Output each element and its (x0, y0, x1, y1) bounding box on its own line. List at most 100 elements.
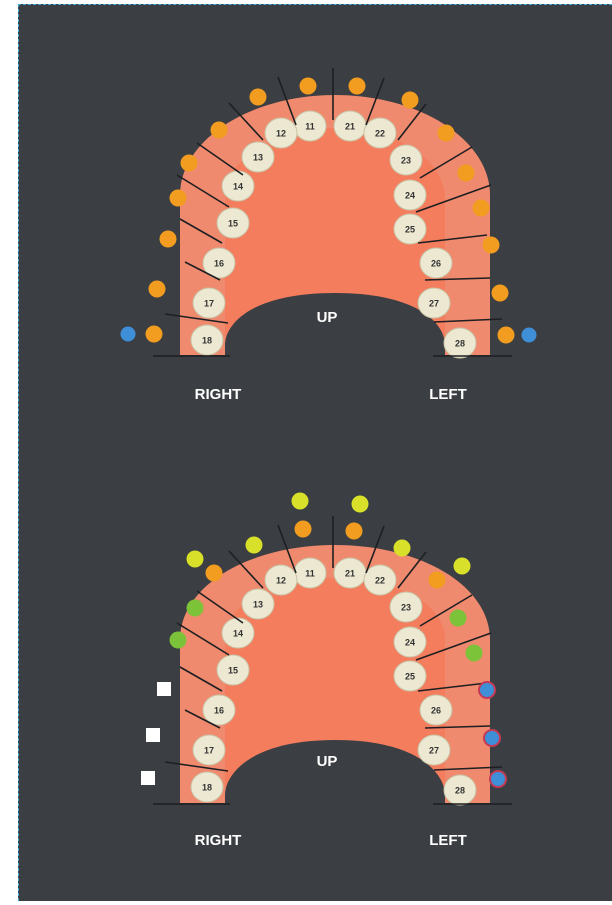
tooth-26: 26 (420, 695, 452, 725)
tooth-18: 18 (191, 772, 223, 802)
tooth-number: 15 (228, 218, 238, 228)
label-up: UP (317, 753, 338, 770)
tooth-27: 27 (418, 288, 450, 318)
label-left: LEFT (429, 832, 467, 849)
orange-marker[interactable] (473, 200, 490, 217)
tooth-11: 11 (294, 111, 326, 141)
tooth-24: 24 (394, 627, 426, 657)
tooth-number: 11 (305, 121, 315, 131)
blue-ringed-marker[interactable] (484, 730, 500, 746)
orange-marker[interactable] (483, 237, 500, 254)
blue-marker[interactable] (522, 328, 537, 343)
tooth-number: 21 (345, 121, 355, 131)
yellow-marker[interactable] (352, 496, 369, 513)
orange-marker[interactable] (438, 125, 455, 142)
tooth-13: 13 (242, 142, 274, 172)
green-marker[interactable] (450, 610, 467, 627)
tooth-14: 14 (222, 171, 254, 201)
tooth-17: 17 (193, 288, 225, 318)
blue-ringed-marker[interactable] (479, 682, 495, 698)
tooth-number: 17 (204, 745, 214, 755)
orange-marker[interactable] (146, 326, 163, 343)
tooth-number: 16 (214, 258, 224, 268)
tooth-number: 13 (253, 599, 263, 609)
tooth-number: 26 (431, 258, 441, 268)
blue-marker[interactable] (121, 327, 136, 342)
lower-dental-chart: 11 21 12 13 14 15 16 17 18 22 23 24 25 26 27 28 UP RIGH… (141, 493, 512, 850)
white-square-marker[interactable] (157, 682, 171, 696)
tooth-number: 22 (375, 575, 385, 585)
yellow-marker[interactable] (394, 540, 411, 557)
tooth-number: 18 (202, 335, 212, 345)
tooth-number: 23 (401, 602, 411, 612)
orange-marker[interactable] (250, 89, 267, 106)
orange-marker[interactable] (346, 523, 363, 540)
tooth-number: 17 (204, 298, 214, 308)
orange-marker[interactable] (181, 155, 198, 172)
yellow-marker[interactable] (454, 558, 471, 575)
tooth-number: 25 (405, 671, 415, 681)
orange-marker[interactable] (206, 565, 223, 582)
orange-marker[interactable] (160, 231, 177, 248)
white-square-marker[interactable] (141, 771, 155, 785)
tooth-21: 21 (334, 558, 366, 588)
label-up: UP (317, 309, 338, 326)
orange-marker[interactable] (429, 572, 446, 589)
yellow-marker[interactable] (187, 551, 204, 568)
orange-marker[interactable] (458, 165, 475, 182)
tooth-26: 26 (420, 248, 452, 278)
tooth-number: 11 (305, 568, 315, 578)
tooth-number: 23 (401, 155, 411, 165)
tooth-12: 12 (265, 565, 297, 595)
tooth-17: 17 (193, 735, 225, 765)
orange-marker[interactable] (349, 78, 366, 95)
tooth-number: 16 (214, 705, 224, 715)
orange-marker[interactable] (300, 78, 317, 95)
orange-marker[interactable] (211, 122, 228, 139)
tooth-number: 22 (375, 128, 385, 138)
orange-marker[interactable] (492, 285, 509, 302)
tooth-number: 21 (345, 568, 355, 578)
green-marker[interactable] (187, 600, 204, 617)
tooth-number: 24 (405, 637, 415, 647)
tooth-number: 14 (233, 181, 243, 191)
tooth-25: 25 (394, 661, 426, 691)
tooth-15: 15 (217, 208, 249, 238)
tooth-number: 12 (276, 128, 286, 138)
tooth-16: 16 (203, 695, 235, 725)
tooth-number: 12 (276, 575, 286, 585)
upper-dental-chart: 11211213141516171822232425262728 UP RIGH… (121, 68, 537, 403)
tooth-number: 25 (405, 224, 415, 234)
green-marker[interactable] (170, 632, 187, 649)
orange-marker[interactable] (295, 521, 312, 538)
tooth-12: 12 (265, 118, 297, 148)
tooth-number: 18 (202, 782, 212, 792)
tooth-number: 26 (431, 705, 441, 715)
tooth-23: 23 (390, 592, 422, 622)
tooth-24: 24 (394, 180, 426, 210)
tooth-28: 28 (444, 328, 476, 358)
tooth-number: 13 (253, 152, 263, 162)
tooth-number: 14 (233, 628, 243, 638)
blue-ringed-marker[interactable] (490, 771, 506, 787)
tooth-23: 23 (390, 145, 422, 175)
orange-marker[interactable] (170, 190, 187, 207)
tooth-number: 27 (429, 298, 439, 308)
tooth-18: 18 (191, 325, 223, 355)
yellow-marker[interactable] (292, 493, 309, 510)
tooth-14: 14 (222, 618, 254, 648)
yellow-marker[interactable] (246, 537, 263, 554)
tooth-22: 22 (364, 565, 396, 595)
orange-marker[interactable] (498, 327, 515, 344)
tooth-25: 25 (394, 214, 426, 244)
white-square-marker[interactable] (146, 728, 160, 742)
tooth-27: 27 (418, 735, 450, 765)
orange-marker[interactable] (402, 92, 419, 109)
label-right: RIGHT (195, 832, 242, 849)
tooth-number: 15 (228, 665, 238, 675)
tooth-11: 11 (294, 558, 326, 588)
tooth-number: 28 (455, 338, 465, 348)
tooth-number: 28 (455, 785, 465, 795)
green-marker[interactable] (466, 645, 483, 662)
orange-marker[interactable] (149, 281, 166, 298)
